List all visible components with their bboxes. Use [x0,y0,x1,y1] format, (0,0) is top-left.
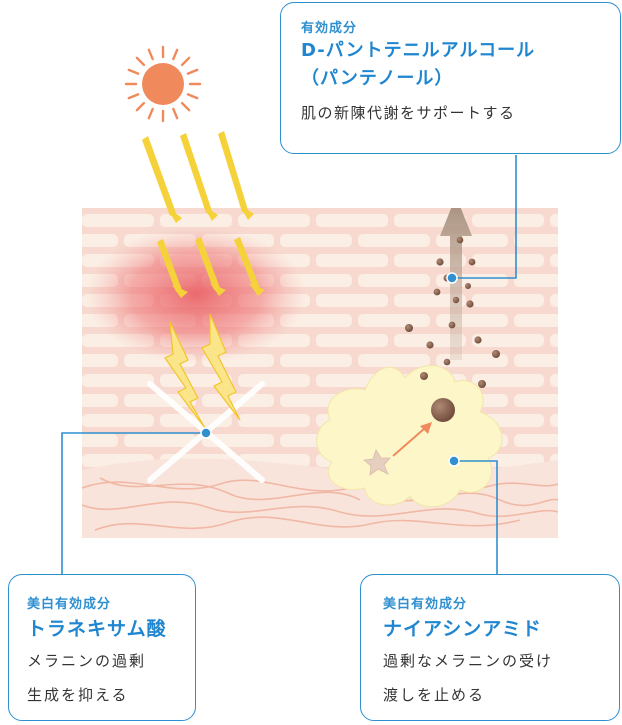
sun-ray [147,48,154,61]
skin-cell [358,234,430,247]
sun-ray [186,93,199,100]
tranexamic-acid-callout: 美白有効成分 トラネキサム酸 メラニンの過剰 生成を抑える [8,574,196,721]
skin-cell [124,434,196,447]
skin-cell [358,274,430,287]
callout-description-line2: 渡しを止める [383,686,486,704]
skin-cell [472,334,544,347]
niacinamide-callout: 美白有効成分 ナイアシンアミド 過剰なメラニンの受け 渡しを止める [360,574,620,721]
skin-cell [82,394,118,407]
sun-ray [172,48,179,61]
skin-cell [514,274,558,287]
skin-cell [82,214,154,227]
sun-ray [135,56,146,67]
sun-ray [147,107,154,120]
skin-cell [316,294,388,307]
skin-cell [358,314,430,327]
skin-cell [82,374,154,387]
callout-label: 美白有効成分 [27,597,112,612]
callout-description-line1: 過剰なメラニンの受け [383,652,554,670]
skin-cell [238,414,310,427]
skin-cell [514,394,558,407]
callout-title: ナイアシンアミド [383,618,542,640]
sun-ray [180,56,191,67]
skin-cell [436,314,508,327]
sun-icon [124,45,202,123]
skin-cell [514,314,558,327]
callout-title-sub: （パンテノール） [301,68,454,89]
skin-cell [238,214,310,227]
skin-cell [238,374,310,387]
callout-description-line2: 生成を抑える [27,686,129,704]
sun-ray [135,101,146,112]
skin-cell [394,294,466,307]
skin-cell [472,294,544,307]
skin-cell [550,254,558,267]
skin-cell [280,354,352,367]
skin-cell [550,214,558,227]
skin-cell [550,334,558,347]
skin-cell [514,234,558,247]
panthenol-callout: 有効成分 D-パントテニルアルコール （パンテノール） 肌の新陳代謝をサポートす… [280,2,621,154]
sun-ray [180,101,191,112]
callout-description-line1: メラニンの過剰 [27,652,147,670]
skin-cell [550,294,558,307]
skin-cell [358,354,430,367]
skin-cell [472,214,544,227]
sun-ray [172,107,179,120]
skin-cell [394,254,466,267]
skin-cell [124,394,196,407]
skin-cell [316,254,388,267]
callout-description: 肌の新陳代謝をサポートする [301,104,516,122]
skin-cell [202,394,274,407]
skin-cell [550,414,558,427]
callout-title: トラネキサム酸 [27,618,167,640]
sun-ray [186,68,199,75]
skin-cell [82,234,118,247]
skin-layer [82,208,558,538]
skin-cell [82,354,118,367]
callout-label: 有効成分 [301,21,358,36]
callout-title: D-パントテニルアルコール [301,40,536,61]
sun-ray [127,68,140,75]
callout-label: 美白有効成分 [383,597,468,612]
skin-cell [316,214,388,227]
skin-cell [550,454,558,467]
skin-cell [160,214,232,227]
skin-cell [472,374,544,387]
skin-cell [472,254,544,267]
skin-cell [280,234,352,247]
skin-cell [82,434,118,447]
skin-cell [550,374,558,387]
skin-cell [514,354,558,367]
skin-cell [394,334,466,347]
skin-cell [82,414,154,427]
sun-ray [127,93,140,100]
skin-cell [514,434,558,447]
uv-rays [142,131,265,298]
skin-cell [316,334,388,347]
